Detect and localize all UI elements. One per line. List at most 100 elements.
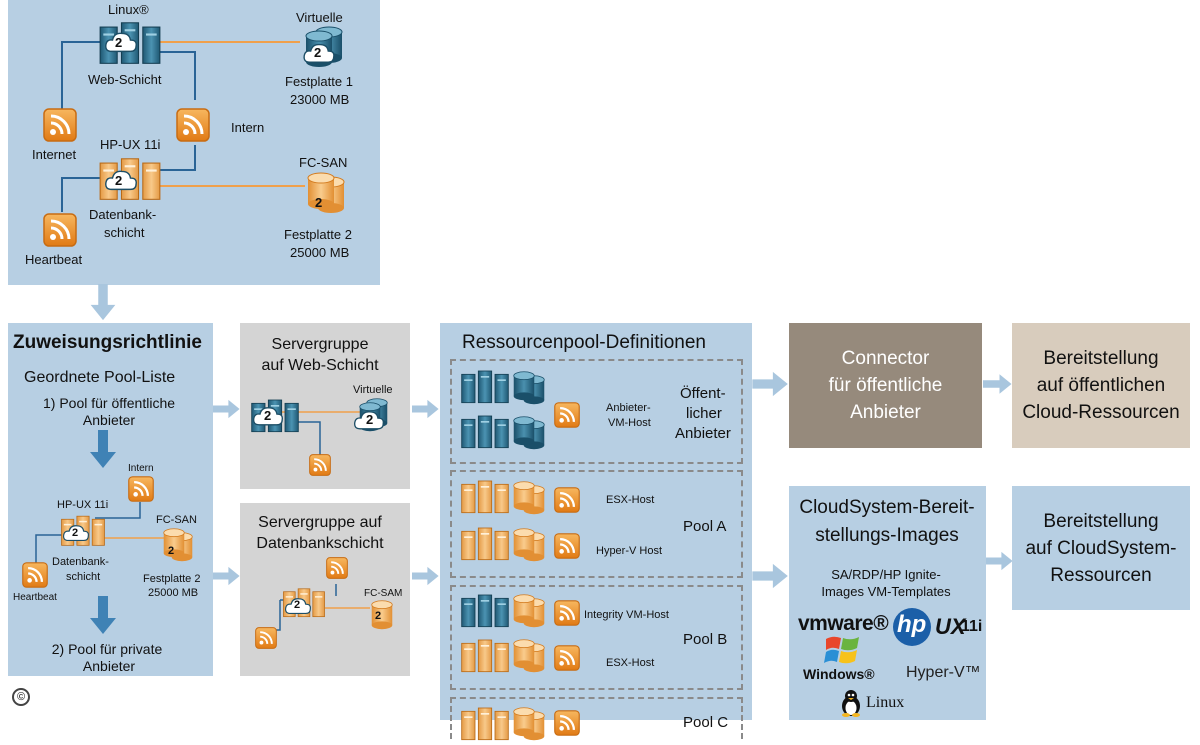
pool-c-disk-icon [513,707,545,741]
pool1-line1: 1) Pool für öffentliche [42,395,176,411]
public-server-icon-1 [460,367,510,405]
public-host-line2: VM-Host [608,417,651,429]
connector-box: Connector für öffentliche Anbieter [789,323,982,448]
pool-b-server-icon-1 [460,591,510,629]
pool-b-esx-label: ESX-Host [606,657,655,669]
db-group-disk-badge: 2 [375,610,382,622]
arrow-images-to-cloudsystem [986,547,1014,575]
virtual-badge: 2 [314,45,322,60]
pool-a-disk-icon-1 [513,481,545,515]
public-label-line3: Anbieter [675,425,731,442]
pool1-line2: Anbieter [82,412,136,428]
ux-logo-version: 11i [961,618,983,635]
hp-logo-text: hp [897,611,927,638]
policy-heartbeat-label: Heartbeat [13,592,57,603]
public-disk-icon-1 [513,371,545,405]
windows-logo-text: Windows® [803,666,875,682]
intern-label: Intern [231,120,265,135]
web-badge: 2 [115,35,123,50]
policy-panel [8,323,213,676]
pool2-line2: Anbieter [82,658,136,674]
public-host-line1: Anbieter- [606,402,651,414]
connector-line3: Anbieter [850,402,921,423]
pool-c-rss-icon [554,710,580,736]
festplatte2-label: Festplatte 2 [284,227,352,242]
db-badge: 2 [115,173,123,188]
web-group-rss-icon [309,454,331,476]
pool-b-rss-icon-2 [554,645,580,671]
arrow-pool-to-images [752,562,790,590]
pool-a-disk-icon-2 [513,528,545,562]
images-title-line1: CloudSystem-Bereit- [799,497,975,518]
arrow-pool-to-connector [752,370,790,398]
pool-b-rss-icon-1 [554,600,580,626]
public-provisioning-box: Bereitstellung auf öffentlichen Cloud-Re… [1012,323,1190,448]
policy-heartbeat-rss-icon [22,562,48,588]
schicht-label: schicht [104,225,145,240]
db-group-disk-icon [371,600,393,630]
pool-a-hyperv-label: Hyper-V Host [596,545,663,557]
policy-connection-lines [35,502,165,565]
pool-a-label: Pool A [683,518,727,535]
arrow-connector-to-public [983,370,1013,398]
pool-a-server-icon-1 [460,477,510,515]
policy-festplatte2-size: 25000 MB [148,587,199,599]
pool-a-rss-icon-2 [554,533,580,559]
pool-a-esx-label: ESX-Host [606,494,655,506]
db-group-badge: 2 [294,599,301,611]
fcsan-badge: 2 [315,195,323,210]
pool-b-disk-icon-2 [513,639,545,673]
datenbank-label: Datenbank- [89,207,157,222]
public-disk-icon-2 [513,416,545,450]
intern-rss-icon [176,108,210,142]
images-title-line2: stellungs-Images [815,525,959,546]
hyperv-logo-text: Hyper-V™ [906,664,981,681]
festplatte2-size: 25000 MB [290,245,350,260]
fcsan-label: FC-SAN [299,155,348,170]
policy-db-badge: 2 [72,527,79,539]
db-group-title-line2: Datenbankschicht [256,535,384,552]
db-group-title-line1: Servergruppe auf [258,514,382,531]
policy-hpux-label: HP-UX 11i [57,499,109,511]
hp-logo-icon [893,608,931,646]
pool-a-server-icon-2 [460,524,510,562]
db-group-fcsam-label: FC-SAM [364,588,403,599]
public-server-icon-2 [460,412,510,450]
down-arrow-top [88,284,118,322]
fcsan-disk-icon [307,172,345,214]
web-schicht-label: Web-Schicht [88,72,162,87]
tux-icon [842,690,860,717]
linux-logo-text: Linux [866,694,905,711]
cloudsystem-provisioning-line2: auf CloudSystem- [1025,537,1177,559]
resource-pool-title: Ressourcenpool-Definitionen [462,332,706,353]
arrow-policy-to-web [213,395,241,423]
pool-a-rss-icon-1 [554,487,580,513]
connector-line2: für öffentliche [828,375,943,396]
policy-subtitle: Geordnete Pool-Liste [24,369,176,386]
policy-datenbank-label: Datenbank- [52,556,109,568]
images-sub-line1: SA/RDP/HP Ignite- [831,567,941,582]
web-group-title-line2: auf Web-Schicht [261,357,379,374]
public-provider-pool [450,359,743,464]
web-group-title-line1: Servergruppe [271,336,369,353]
pool-b-integrity-label: Integrity VM-Host [584,609,669,621]
internet-label: Internet [32,147,77,162]
cloudsystem-provisioning-line3: Ressourcen [1050,564,1152,586]
policy-down-arrow-2 [88,596,118,636]
db-group-top-rss-icon [326,557,348,579]
top-connection-lines [61,41,305,212]
arrow-web-to-pool [412,395,440,423]
virtuelle-label: Virtuelle [296,10,343,25]
public-provisioning-line2: auf öffentlichen [1036,375,1166,396]
policy-fcsan-badge: 2 [168,545,175,557]
pool-b [450,585,743,690]
pool-c-label: Pool C [683,714,729,731]
policy-festplatte2-label: Festplatte 2 [143,573,201,585]
policy-title: Zuweisungsrichtlinie [13,332,202,353]
ux-logo-text: UX [935,614,966,639]
hpux-label: HP-UX 11i [100,137,161,152]
vmware-logo: vmware® [798,612,889,635]
pool-c [450,697,743,739]
linux-label: Linux® [108,2,149,17]
images-panel [789,486,986,720]
